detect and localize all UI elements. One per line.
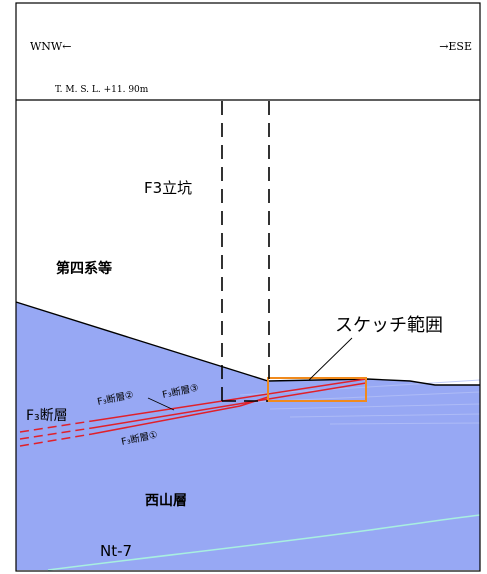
ese-direction-label: →ESE (439, 40, 472, 53)
figure-frame (15, 2, 481, 572)
wnw-direction-label: WNW← (30, 40, 71, 53)
sketch-range-box (267, 377, 367, 402)
quaternary-boundary-line (15, 301, 480, 386)
fault-lines (91, 378, 367, 435)
nt7-key-bed-line (47, 514, 481, 571)
nishiyama-label: 西山層 (145, 493, 187, 509)
fault-line-1 (91, 378, 367, 422)
fault-main-label: F₃断層 (26, 408, 68, 424)
quaternary-label: 第四系等 (56, 260, 112, 277)
fault-line-2 (91, 382, 367, 429)
fault-dashed-extensions (19, 420, 93, 447)
nt7-label: Nt-7 (100, 542, 132, 560)
sketch-range-label: スケッチ範囲 (335, 315, 443, 336)
sketch-range-leader (308, 337, 353, 381)
fault-2-leader (147, 397, 175, 411)
shaft-label: F3立坑 (144, 179, 192, 197)
fault-line-3 (91, 405, 241, 435)
elevation-label: T. M. S. L. +11. 90m (55, 85, 149, 95)
shaft-outline (221, 101, 270, 402)
nishiyama-formation-area (16, 302, 480, 570)
